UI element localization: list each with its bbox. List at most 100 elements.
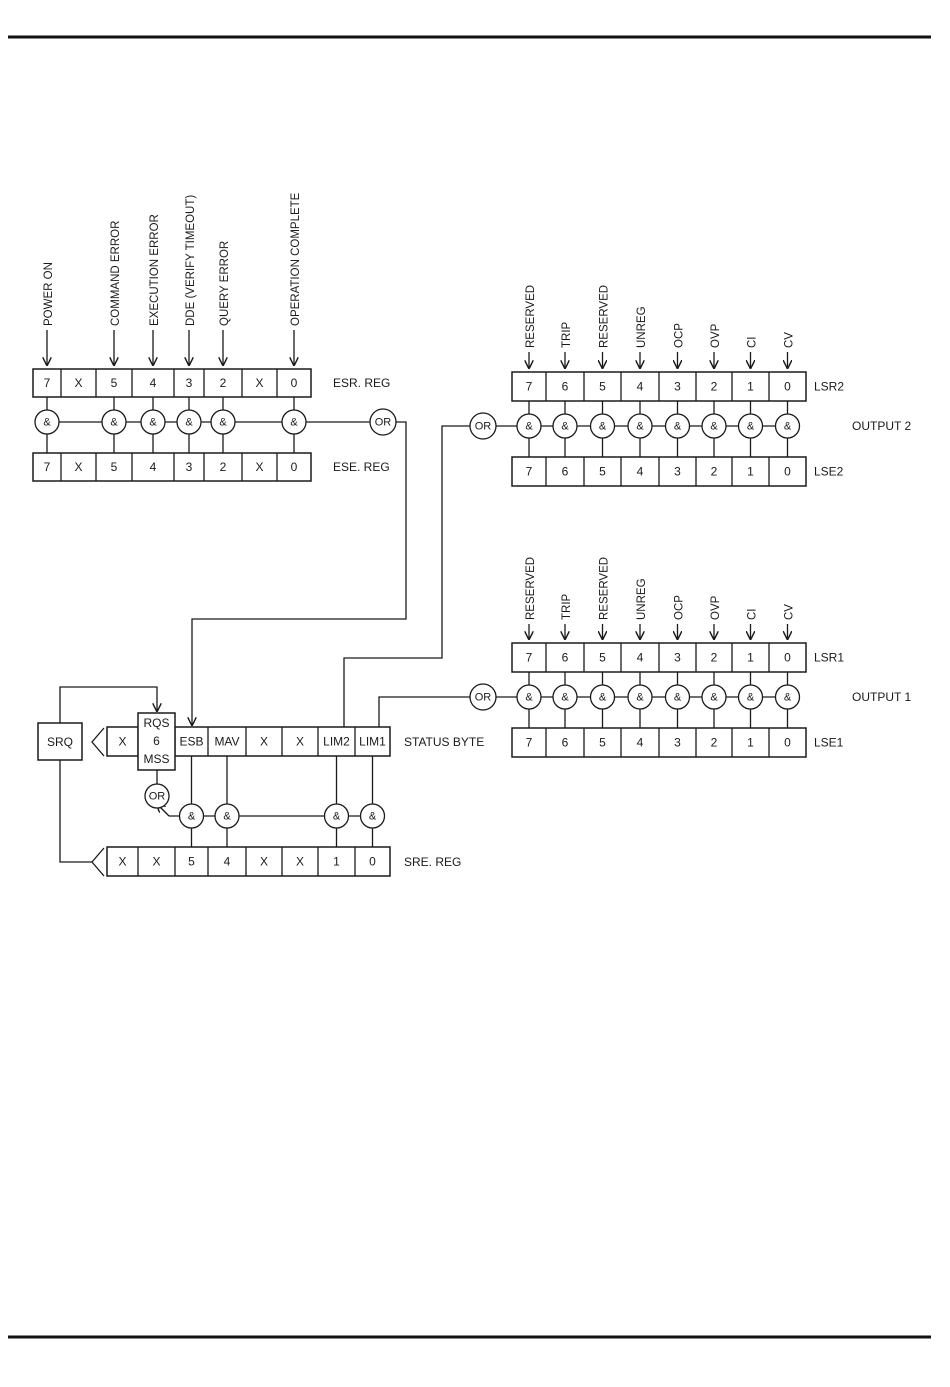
- output2-and-gate-label: &: [747, 421, 755, 433]
- ese-reg-label: ESE. REG: [333, 460, 390, 474]
- status-and-gate-circle: [359, 803, 386, 829]
- output2-and-gate-label: &: [674, 421, 682, 433]
- output2-lsr-reg-cell: 0: [784, 380, 791, 394]
- output1-and-gate-label: &: [599, 692, 607, 704]
- output2-and-gate-circle: [664, 413, 691, 439]
- status-byte-reg-cell: MAV: [214, 735, 239, 749]
- sre-reg-cell: 0: [369, 855, 376, 869]
- esr-input-label: EXECUTION ERROR: [149, 214, 161, 326]
- ese-reg-cell: X: [74, 460, 82, 474]
- output1-lse-reg-cell: 6: [562, 736, 569, 750]
- output2-and-gate-label: &: [784, 421, 792, 433]
- status-byte-reg-cell: X: [260, 735, 268, 749]
- output1-input-label: OVP: [710, 595, 722, 620]
- sre-reg-cell: 5: [188, 855, 195, 869]
- esr-input-label: COMMAND ERROR: [110, 221, 122, 326]
- esr-reg-box: [32, 368, 312, 398]
- status-byte-reg-cell: ESB: [179, 735, 203, 749]
- output2-and-gate-label: &: [599, 421, 607, 433]
- esr-reg-cell: 2: [220, 376, 227, 390]
- esr-and-gate-label: &: [110, 417, 118, 429]
- output2-and-gate-circle: [737, 413, 764, 439]
- output1-input-label: OCP: [674, 595, 686, 620]
- esr-to-esb-wire: [192, 421, 407, 725]
- output2-lse-label: LSE2: [814, 465, 844, 479]
- status-byte-label: STATUS BYTE: [404, 735, 484, 749]
- esr-and-gate-circle: [140, 409, 166, 435]
- output2-lse-reg-cell: 6: [562, 465, 569, 479]
- esr-reg-cell: 7: [44, 376, 51, 390]
- status-and-gate-circle: [214, 803, 240, 829]
- output1-lsr-reg-cell: 5: [599, 651, 606, 665]
- output2-lsr-reg-cell: 3: [674, 380, 681, 394]
- sre-reg-cell: 1: [333, 855, 340, 869]
- esr-reg-cell: 4: [150, 376, 157, 390]
- esr-and-gate-circle: [176, 409, 202, 435]
- esr-reg-label: ESR. REG: [333, 376, 390, 390]
- output1-and-gate-label: &: [747, 692, 755, 704]
- sre-wedge: [91, 847, 105, 877]
- output1-and-gate-circle: [552, 684, 578, 710]
- connector-wires: [192, 421, 470, 727]
- out1-to-lim1-wire: [378, 696, 470, 727]
- esr-and-gate-circle: [210, 409, 236, 435]
- output2-and-gate-label: &: [561, 421, 569, 433]
- esr-reg-cell: 3: [186, 376, 193, 390]
- sre-reg-box: [106, 846, 391, 877]
- output1-lsr-reg-cell: 6: [562, 651, 569, 665]
- output2-lse-reg-cell: 5: [599, 465, 606, 479]
- output1-and-gate-label: &: [710, 692, 718, 704]
- output1-and-gate-circle: [627, 684, 653, 710]
- esr-input-label: QUERY ERROR: [219, 241, 231, 326]
- output2-and-gate-circle: [516, 413, 542, 439]
- esr-reg-cell: X: [74, 376, 82, 390]
- output1-input-label: RESERVED: [525, 557, 537, 620]
- output2-and-gate-circle: [589, 413, 616, 439]
- esr-input-label: OPERATION COMPLETE: [290, 192, 302, 326]
- output1-lse-reg-cell: 5: [599, 736, 606, 750]
- output1-and-gate-circle: [516, 684, 542, 710]
- output2-or-gate-label: OR: [475, 421, 492, 433]
- output1-and-gate-label: &: [525, 692, 533, 704]
- output1-lse-reg-cell: 4: [637, 736, 644, 750]
- output1-input-label: TRIP: [561, 593, 573, 620]
- rqs-mss-cell: [137, 712, 176, 771]
- output1-and-gate-label: &: [636, 692, 644, 704]
- output2-input-label: UNREG: [636, 306, 648, 348]
- output1-and-gate-circle: [589, 684, 616, 710]
- output1-and-gate-label: &: [784, 692, 792, 704]
- output2-input-label: RESERVED: [599, 285, 611, 348]
- status-and-gate-label: &: [333, 811, 341, 823]
- rqs-mss-text: RQS: [143, 716, 169, 730]
- status-byte-reg-cell: LIM2: [323, 735, 350, 749]
- output2-lsr-reg-cell: 5: [599, 380, 606, 394]
- sre-reg-cell: 4: [224, 855, 231, 869]
- esr-and-gate-circle: [281, 409, 307, 435]
- status-and-gate-label: &: [369, 811, 377, 823]
- output1-and-gate-label: &: [674, 692, 682, 704]
- srq-bottom-wire: [59, 760, 92, 863]
- output1-input-label: CI: [747, 609, 759, 621]
- sre-reg-cell: X: [296, 855, 304, 869]
- srq-label: SRQ: [47, 735, 73, 749]
- output2-lsr-reg-cell: 2: [711, 380, 718, 394]
- output1-and-gate-circle: [664, 684, 691, 710]
- ese-reg-box: [32, 452, 312, 482]
- sre-reg-cell: X: [152, 855, 160, 869]
- ese-reg-cell: 5: [111, 460, 118, 474]
- output1-lsr-reg-cell: 2: [711, 651, 718, 665]
- output2-and-gate-circle: [701, 413, 727, 439]
- output2-lse-reg-cell: 3: [674, 465, 681, 479]
- esr-input-label: DDE (VERIFY TIMEOUT): [185, 195, 197, 326]
- esr-and-gate-label: &: [43, 417, 51, 429]
- output2-and-gate-circle: [552, 413, 578, 439]
- status-or-gate-label: OR: [149, 791, 166, 803]
- output1-input-label: UNREG: [636, 578, 648, 620]
- rqs-mss-text: 6: [153, 734, 160, 748]
- output1-and-gate-label: &: [561, 692, 569, 704]
- output2-lse-reg-cell: 1: [747, 465, 754, 479]
- output2-input-label: CI: [747, 337, 759, 349]
- esr-reg-cell: 5: [111, 376, 118, 390]
